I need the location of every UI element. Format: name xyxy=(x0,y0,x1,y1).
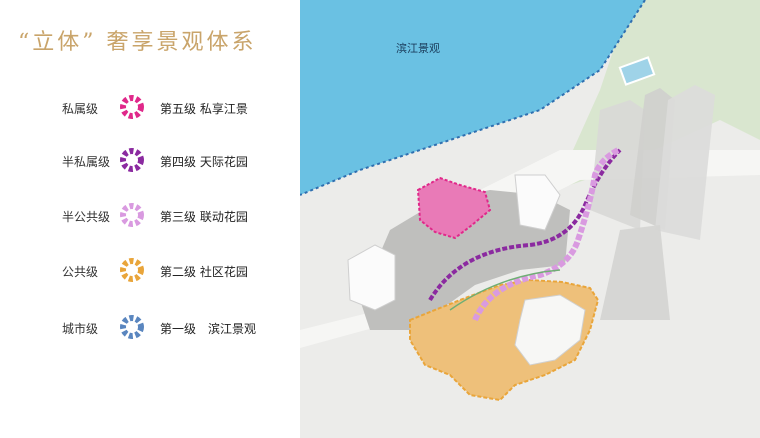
legend-item-private: 私属级 第五级 私享江景 xyxy=(0,93,300,123)
towers xyxy=(590,85,715,320)
semi-public-ring-icon xyxy=(120,203,144,227)
city-ring-icon xyxy=(120,315,144,339)
fan-block xyxy=(360,190,570,330)
legend-item-public: 公共级 第二级 社区花园 xyxy=(0,256,300,286)
legend-level-label: 城市级 xyxy=(62,322,99,336)
page-title: “立体” 奢享景观体系 xyxy=(18,30,257,55)
private-zone xyxy=(416,176,492,240)
private-ring-icon xyxy=(120,95,144,119)
legend-desc: 第一级 滨江景观 xyxy=(160,322,257,336)
river-edge xyxy=(300,0,646,196)
legend-level-label: 公共级 xyxy=(62,265,99,279)
site-plan-drawing xyxy=(300,0,760,438)
legend-desc: 第五级 私享江景 xyxy=(160,102,248,116)
legend-level-label: 半私属级 xyxy=(62,155,111,169)
legend-level-label: 私属级 xyxy=(62,102,99,116)
site-plan-map xyxy=(300,0,760,438)
riverside-landscape-label: 滨江景观 xyxy=(396,42,440,55)
legend-item-city: 城市级 第一级 滨江景观 xyxy=(0,313,300,343)
legend-desc: 第四级 天际花园 xyxy=(160,155,248,169)
legend-panel: “立体” 奢享景观体系 私属级 第五级 私享江景 半私属级 第四级 天际花园 半… xyxy=(0,0,300,438)
semi-public-path xyxy=(472,147,620,322)
semi-private-path xyxy=(428,148,622,302)
legend-desc: 第二级 社区花园 xyxy=(160,265,248,279)
legend-desc: 第三级 联动花园 xyxy=(160,210,248,224)
legend-item-semi-private: 半私属级 第四级 天际花园 xyxy=(0,146,300,176)
legend-item-semi-public: 半公共级 第三级 联动花园 xyxy=(0,201,300,231)
semi-private-ring-icon xyxy=(120,148,144,172)
green-link xyxy=(449,269,561,311)
building-west xyxy=(347,244,396,311)
river xyxy=(300,0,645,195)
pool xyxy=(618,56,656,86)
public-ring-icon xyxy=(120,258,144,282)
legend-level-label: 半公共级 xyxy=(62,210,111,224)
building-north xyxy=(514,174,561,231)
building-courtyard xyxy=(514,294,586,366)
